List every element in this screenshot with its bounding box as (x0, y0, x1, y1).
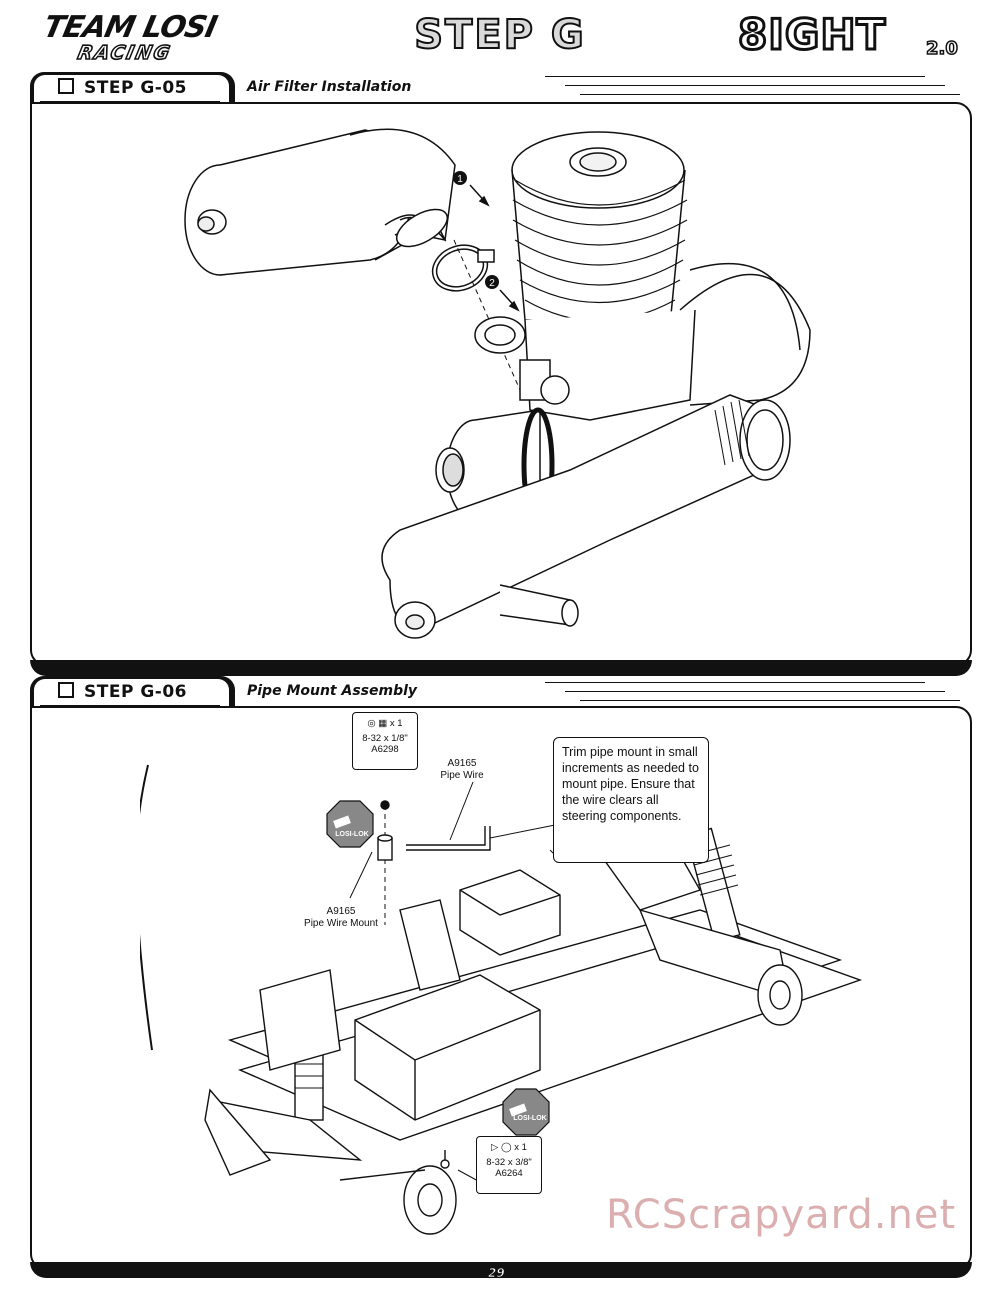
losi-lok-badge: LOSI-LOK (502, 1088, 550, 1136)
trim-instruction-note: Trim pipe mount in small increments as n… (553, 737, 709, 863)
logo-team-text: TEAM LOSI (40, 10, 220, 45)
pipe-wire-callout: A9165 Pipe Wire (432, 758, 492, 782)
pipe-wire-label: Pipe Wire (440, 770, 484, 781)
divider (565, 85, 945, 86)
pipe-wire-mount-label: Pipe Wire Mount (304, 918, 378, 929)
step-g05-description: Air Filter Installation (247, 79, 412, 95)
screw-icon: ◎ ▦ (367, 718, 388, 729)
page-number: 29 (488, 1266, 505, 1281)
part-box-a6264: ▷ ◯ x 1 8-32 x 3/8" A6264 (476, 1136, 542, 1194)
marker-2: 2 (489, 278, 495, 289)
part-number: A6298 (371, 744, 399, 755)
step-g05-text: STEP G-05 (84, 78, 187, 98)
step-g06-label: STEP G-06 (58, 682, 187, 702)
part-size: 8-32 x 3/8" (486, 1157, 532, 1168)
team-losi-racing-logo: TEAM LOSI RACING (38, 8, 258, 68)
part-size: 8-32 x 1/8" (362, 733, 408, 744)
eight-2-logo: 8IGHT 2.0 (736, 9, 968, 61)
divider (545, 76, 925, 77)
divider (40, 705, 220, 706)
watermark: RCScrapyard.net (606, 1192, 957, 1238)
logo-eight-version: 2.0 (925, 37, 958, 60)
part-box-a6298: ◎ ▦ x 1 8-32 x 1/8" A6298 (352, 712, 418, 770)
screw-icon: ▷ ◯ (491, 1142, 512, 1153)
panel-base (30, 660, 972, 676)
part-qty: x 1 (514, 1142, 527, 1153)
note-text: Trim pipe mount in small increments as n… (562, 745, 699, 823)
chassis-pipe-mount-illustration (140, 764, 863, 1235)
step-checkbox[interactable] (58, 78, 74, 94)
divider (565, 691, 945, 692)
losi-lok-badge: LOSI-LOK (326, 800, 374, 848)
divider (580, 700, 960, 701)
step-g06-description: Pipe Mount Assembly (247, 683, 418, 699)
step-g06-text: STEP G-06 (84, 682, 187, 702)
losi-lok-label: LOSI-LOK (513, 1115, 546, 1122)
logo-racing-text: RACING (75, 41, 175, 65)
pipe-wire-mount-callout: A9165 Pipe Wire Mount (296, 906, 386, 930)
divider (40, 101, 220, 102)
part-qty: x 1 (389, 718, 403, 729)
engine-air-filter-illustration: 1 2 (184, 128, 811, 639)
logo-eight-text: 8IGHT (736, 9, 887, 61)
pipe-wire-part-number: A9165 (447, 758, 477, 769)
part-number: A6264 (495, 1168, 523, 1179)
losi-lok-label: LOSI-LOK (335, 831, 368, 838)
step-g05-label: STEP G-05 (58, 78, 187, 98)
step-checkbox[interactable] (58, 682, 74, 698)
marker-1: 1 (457, 174, 463, 185)
part-qty-row: ▷ ◯ x 1 (477, 1142, 541, 1153)
part-qty-row: ◎ ▦ x 1 (353, 718, 417, 729)
divider (545, 682, 925, 683)
pipe-wire-mount-part-number: A9165 (326, 906, 356, 917)
divider (580, 94, 960, 95)
panel-base (30, 1262, 972, 1278)
page-title: STEP G (413, 11, 586, 59)
